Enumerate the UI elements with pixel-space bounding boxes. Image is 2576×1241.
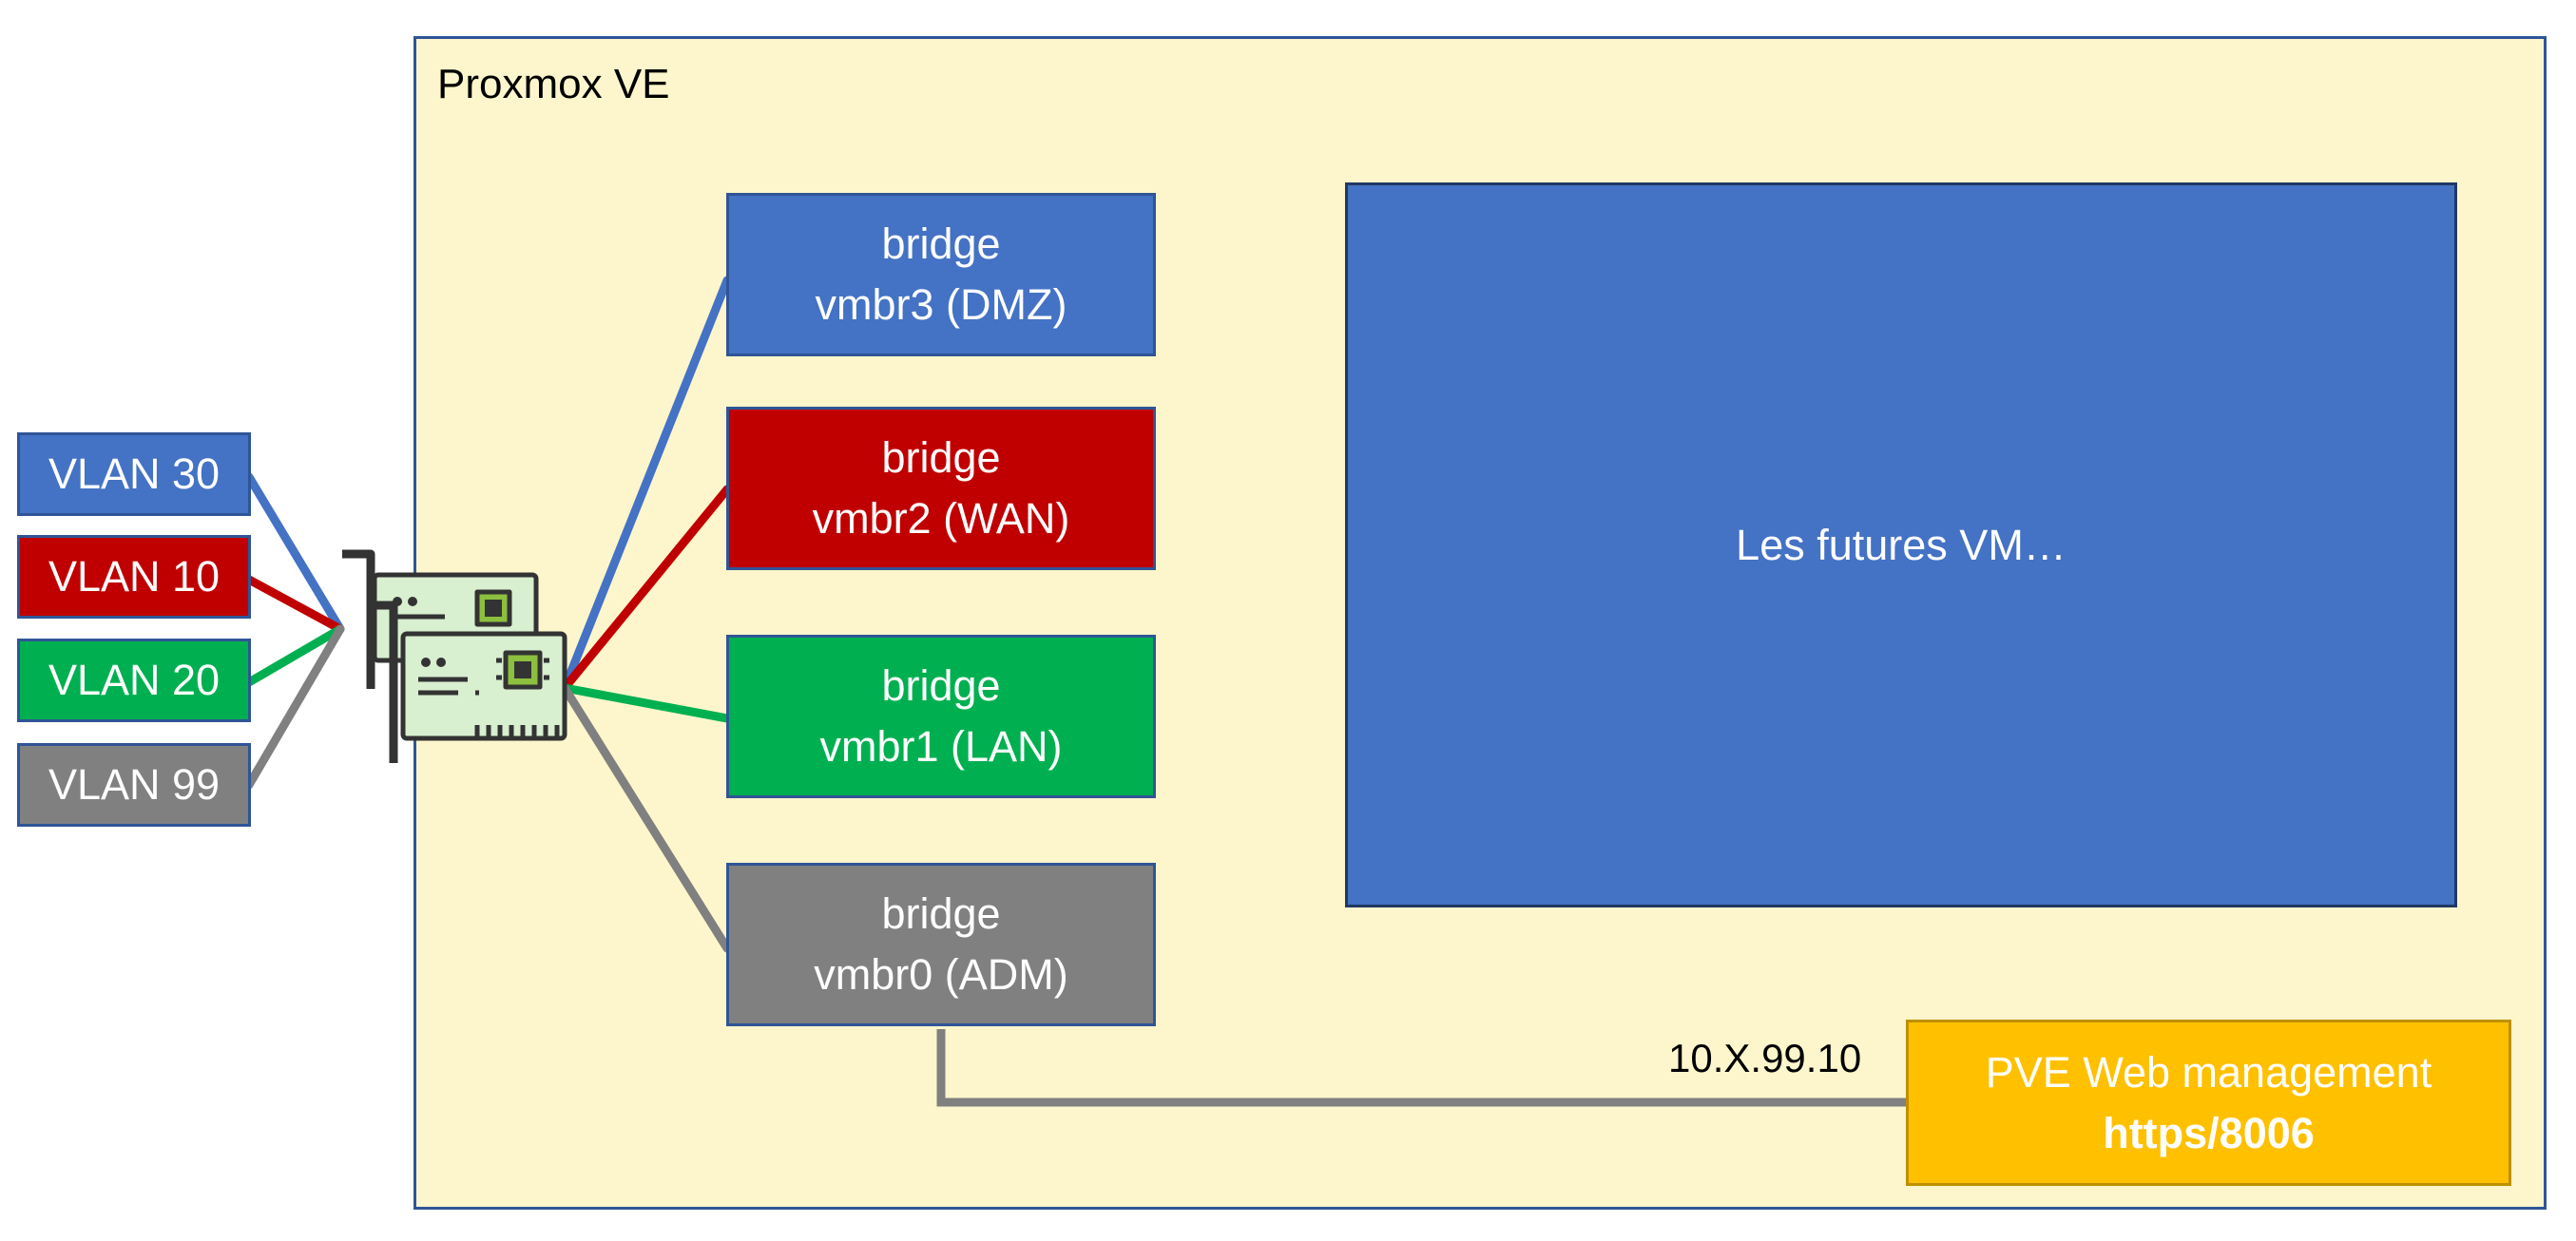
vlan-10-box: VLAN 10 [17,535,251,619]
wire-vlan30-nic [244,472,345,634]
bridge-vmbr3: bridge vmbr3 (DMZ) [726,193,1156,356]
wire-nic-vmbr2 [560,485,732,693]
bridge-vmbr1-type: bridge [881,661,1001,710]
vlan-30-box: VLAN 30 [17,432,251,516]
pve-web-management-title: PVE Web management [1985,1047,2432,1097]
vlan-20-box: VLAN 20 [17,639,251,722]
bridge-vmbr0-name: vmbr0 (ADM) [814,950,1068,999]
wire-vlan10-nic [244,575,345,634]
wire-nic-vmbr1 [560,683,732,723]
bridge-vmbr1: bridge vmbr1 (LAN) [726,635,1156,798]
bridge-vmbr2-name: vmbr2 (WAN) [812,494,1070,543]
bridge-vmbr0: bridge vmbr0 (ADM) [726,863,1156,1026]
bridge-vmbr0-type: bridge [881,889,1001,938]
future-vms-label: Les futures VM… [1736,520,2067,569]
network-card-icon [342,549,567,763]
bridge-vmbr1-name: vmbr1 (LAN) [819,722,1063,771]
pve-web-management-protocol: https/8006 [2103,1108,2315,1157]
pve-web-management-box: PVE Web management https/8006 [1906,1020,2511,1186]
bridge-vmbr3-type: bridge [881,220,1001,268]
host-title: Proxmox VE [437,61,670,107]
wire-nic-vmbr0 [560,683,732,953]
wire-vmbr0-mgmt [936,1029,1907,1107]
bridge-vmbr2: bridge vmbr2 (WAN) [726,407,1156,570]
future-vms-area: Les futures VM… [1345,182,2457,907]
management-ip: 10.X.99.10 [1668,1036,1862,1080]
bridge-vmbr2-type: bridge [881,433,1001,482]
bridge-vmbr3-name: vmbr3 (DMZ) [815,280,1067,329]
vlan-99-box: VLAN 99 [17,743,251,827]
wire-vlan99-nic [244,624,345,790]
wire-nic-vmbr3 [560,276,732,693]
wire-vlan20-nic [244,624,345,687]
